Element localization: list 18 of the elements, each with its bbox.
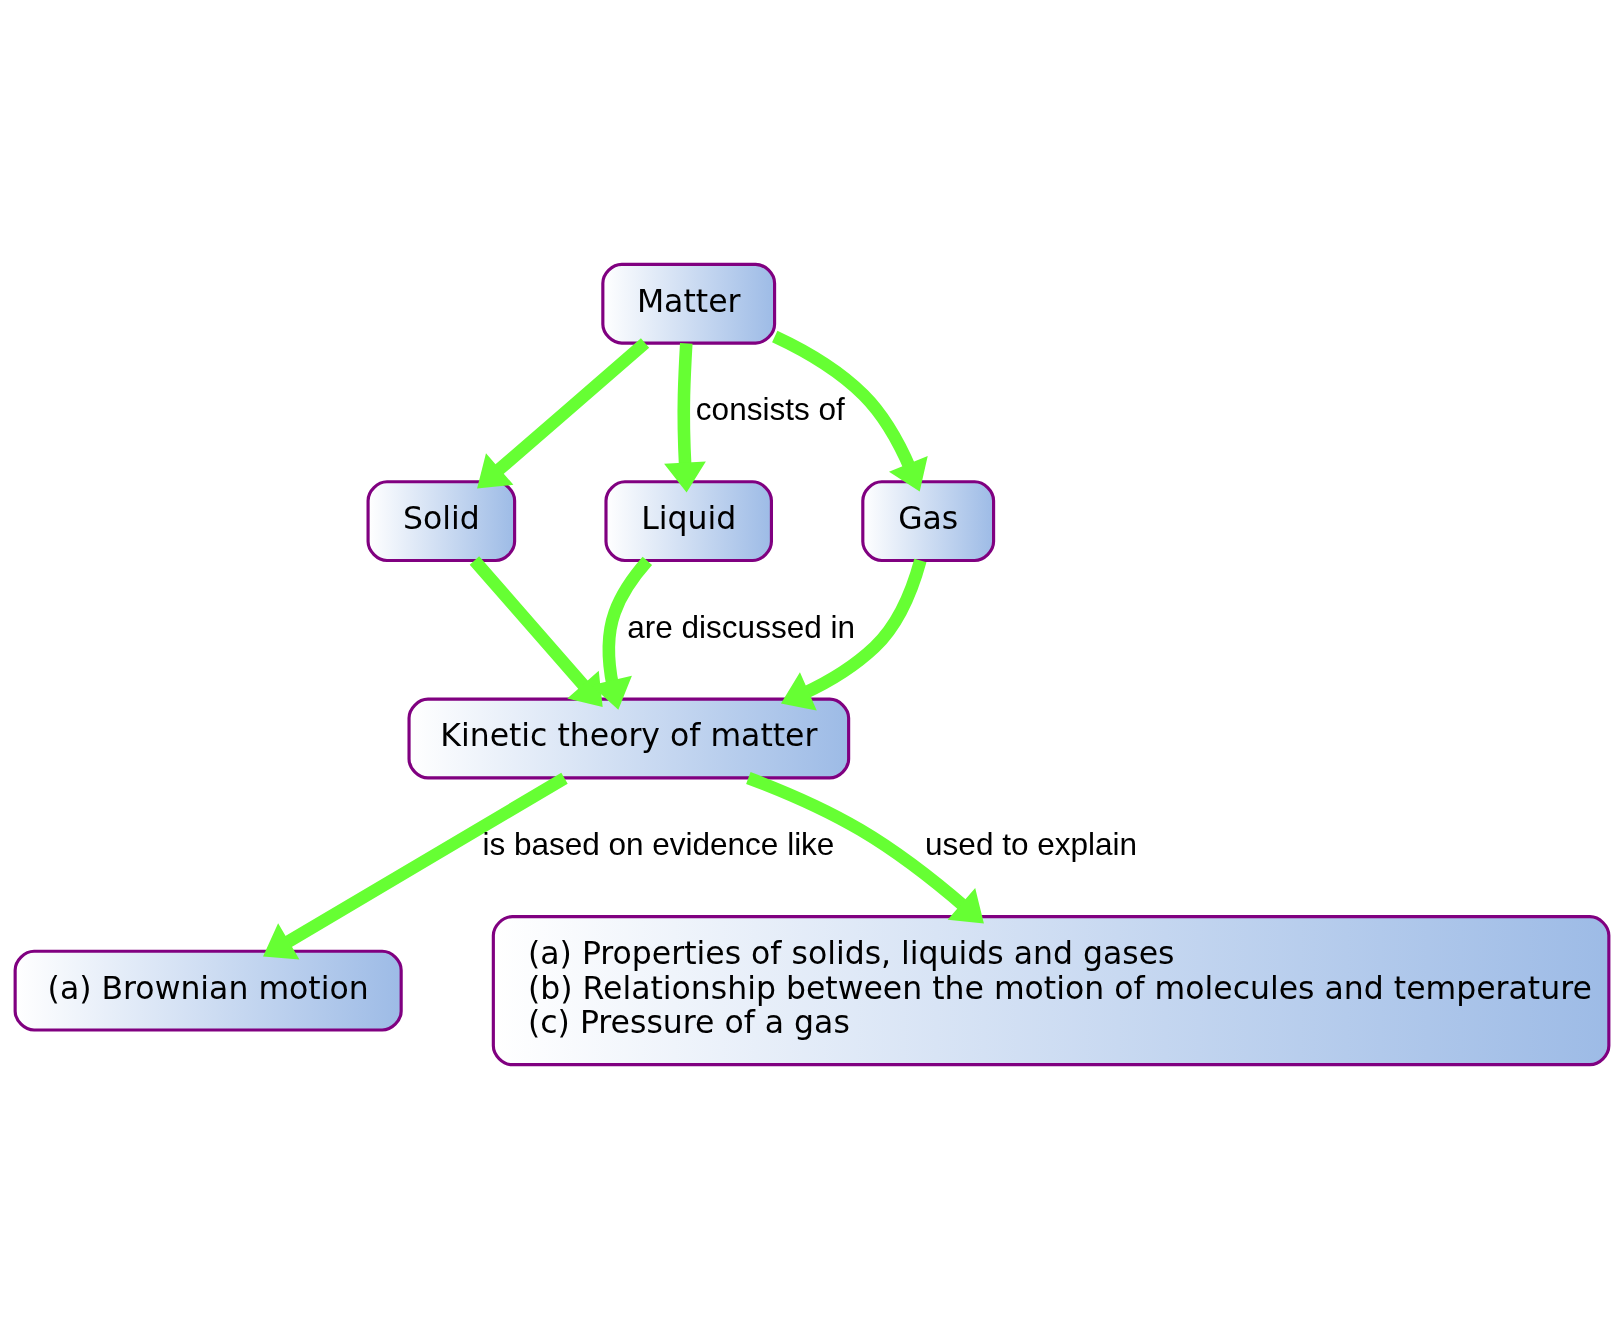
arrow	[477, 337, 650, 489]
edge-label: consists of	[695, 390, 845, 427]
arrow	[772, 330, 928, 492]
node-box: Kinetic theory of matter	[407, 697, 851, 779]
node-box: Gas	[861, 479, 996, 562]
node-box: (a) Properties of solids, liquids and gases (b) Relationship between the motion of molecules and temperature (c) Pressure of a gas	[491, 914, 1611, 1066]
edge-label: are discussed in	[627, 608, 855, 645]
node-box: Liquid	[604, 479, 773, 562]
node-box: Solid	[366, 479, 517, 562]
arrow	[263, 772, 568, 959]
arrow	[664, 342, 706, 492]
edge-label: used to explain	[925, 825, 1137, 862]
edge-label: is based on evidence like	[482, 825, 835, 862]
arrow	[781, 558, 927, 711]
arrow	[746, 771, 984, 924]
node-box: (a) Brownian motion	[13, 949, 403, 1032]
node-box: Matter	[601, 262, 777, 345]
arrow	[469, 555, 603, 707]
